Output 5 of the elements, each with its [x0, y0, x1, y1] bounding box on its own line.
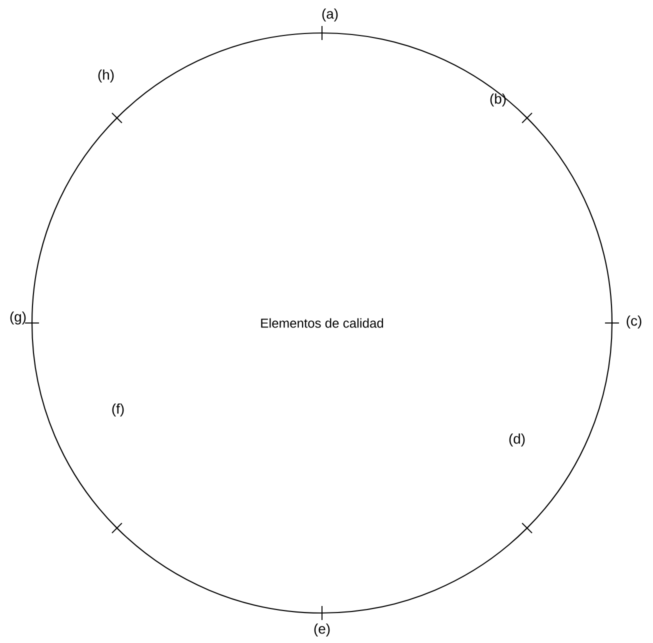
- point-label: (f): [112, 404, 124, 416]
- point-label: (b): [490, 94, 506, 106]
- point-label: (c): [626, 316, 642, 328]
- point-label: (d): [509, 434, 525, 446]
- point-label: (h): [98, 70, 114, 82]
